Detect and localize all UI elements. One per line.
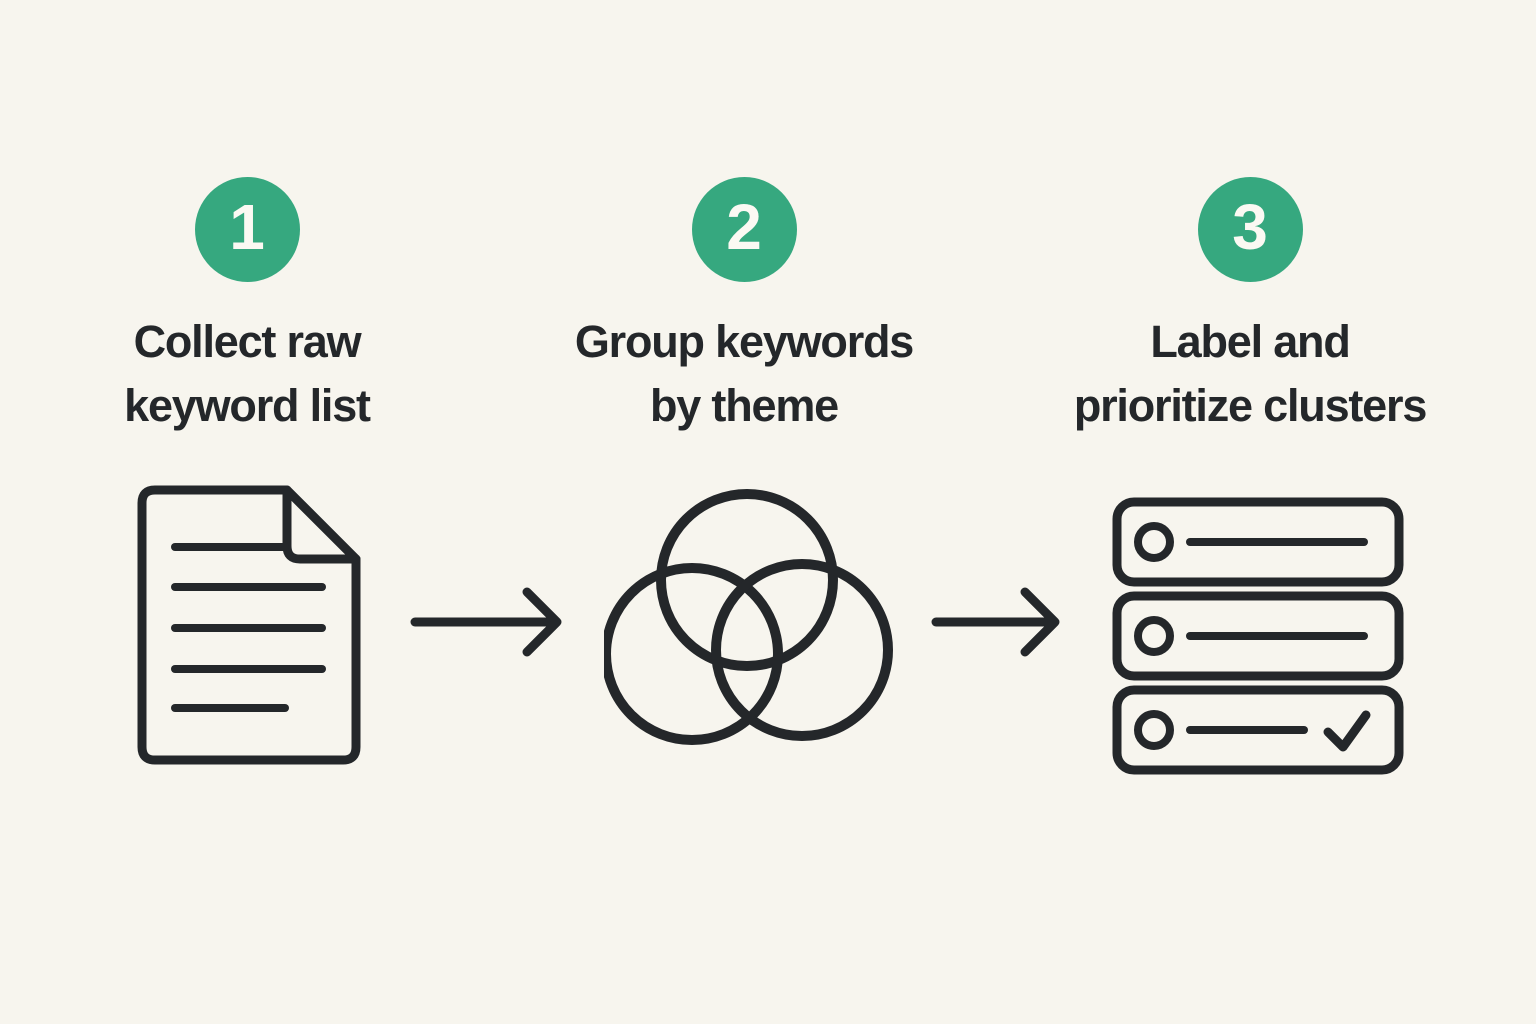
step-3-title: Label and prioritize clusters — [1073, 316, 1428, 431]
step-3-number-badge: 3 — [1197, 177, 1303, 282]
step-1-title: Collect raw keyword list — [124, 316, 371, 431]
step-1-number: 1 — [229, 190, 265, 263]
step-2: 2 Group keywords by theme — [504, 177, 984, 438]
stacked-list-check-icon — [1112, 497, 1404, 775]
step-2-number: 2 — [726, 190, 762, 263]
step-3-number: 3 — [1232, 190, 1268, 263]
step-2-number-badge: 2 — [691, 177, 797, 282]
step-3: 3 Label and prioritize clusters — [1010, 177, 1490, 438]
venn-diagram-icon — [604, 488, 894, 748]
step-1: 1 Collect raw keyword list — [7, 177, 487, 438]
document-icon — [137, 485, 361, 765]
step-1-number-badge: 1 — [194, 177, 300, 282]
arrow-right-icon — [410, 582, 565, 662]
arrow-right-icon — [908, 582, 1063, 662]
step-2-title: Group keywords by theme — [574, 316, 914, 431]
